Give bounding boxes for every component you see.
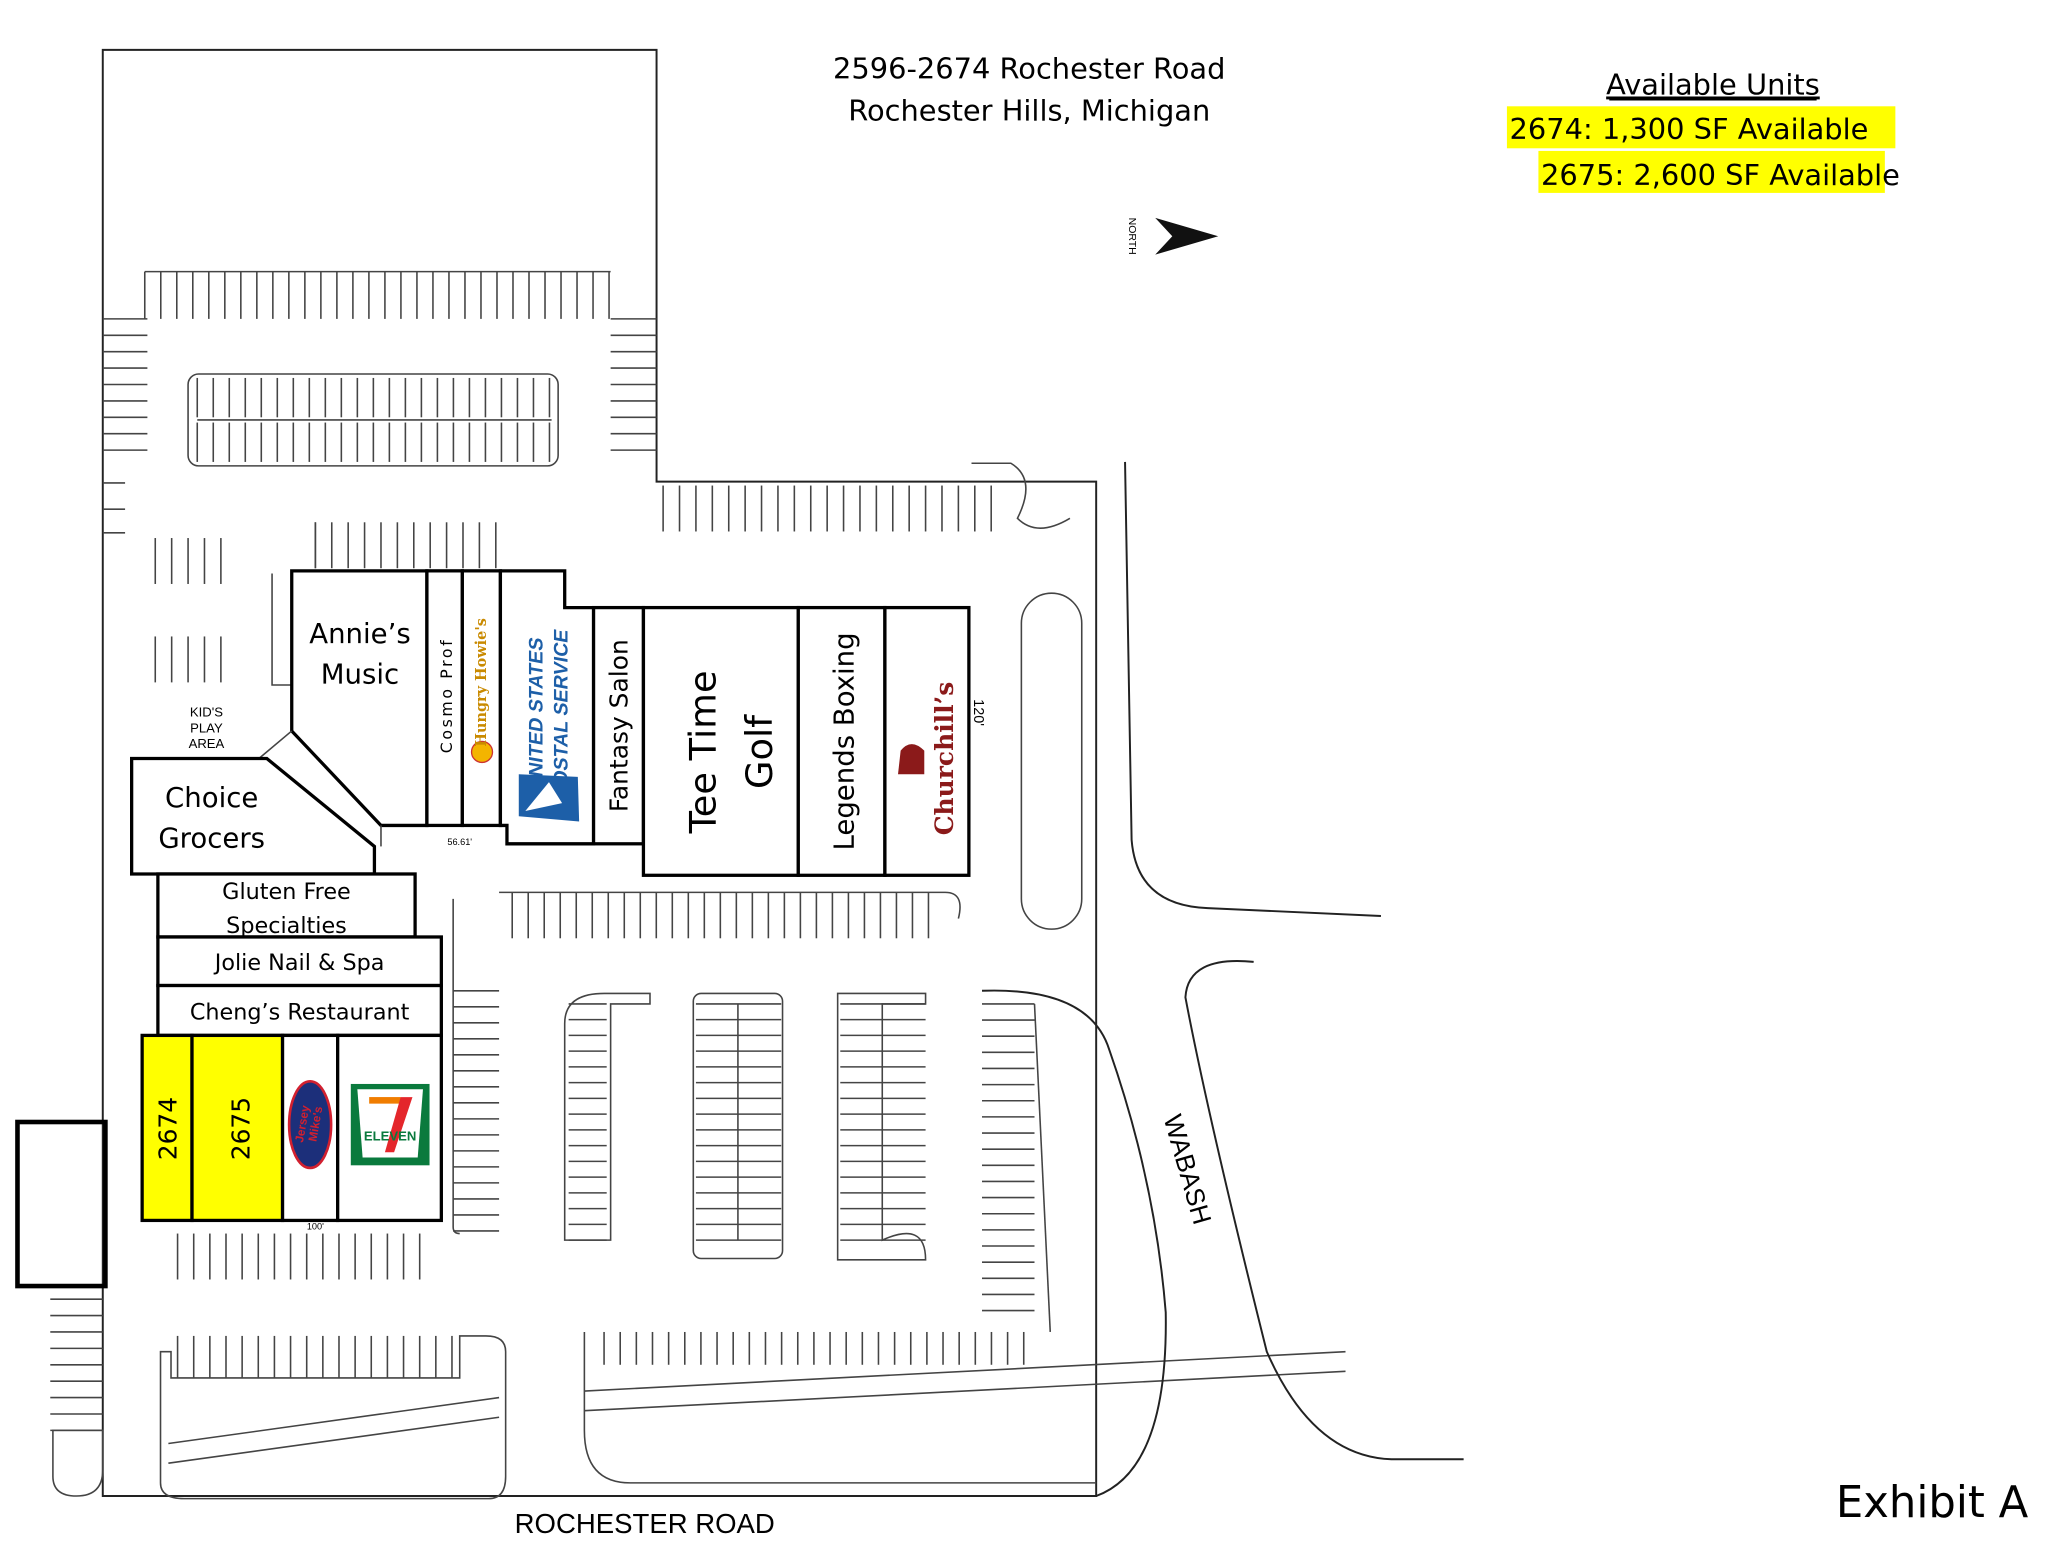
- wabash-road: [981, 461, 1464, 1497]
- tenant-cosmo-prof[interactable]: Cosmo Prof: [425, 569, 464, 828]
- address-line-1: 2596-2674 Rochester Road: [833, 52, 1225, 86]
- wabash-label: WABASH: [1158, 1111, 1218, 1228]
- svg-text:Annie’s: Annie’s: [309, 618, 410, 650]
- svg-text:Churchill’s: Churchill’s: [930, 682, 959, 836]
- svg-text:UNITED STATES: UNITED STATES: [526, 636, 548, 793]
- svg-text:Tee Time: Tee Time: [682, 670, 725, 834]
- svg-text:AREA: AREA: [189, 736, 225, 751]
- highlight-2674: [1506, 106, 1896, 149]
- tenant-chengs-restaurant[interactable]: Cheng’s Restaurant: [156, 983, 443, 1038]
- svg-text:Hungry Howie's: Hungry Howie's: [473, 618, 490, 747]
- svg-text:Legends Boxing: Legends Boxing: [828, 632, 860, 850]
- svg-text:Music: Music: [321, 659, 399, 691]
- svg-text:Specialties: Specialties: [226, 913, 347, 939]
- kids-play-area: KID'S PLAY AREA: [189, 573, 292, 751]
- tenant-choice-grocers[interactable]: Choice Grocers: [130, 756, 377, 876]
- available-units-title: Available Units: [1606, 67, 1820, 101]
- tenant-jolie-nail-spa[interactable]: Jolie Nail & Spa: [156, 935, 443, 988]
- address-line-2: Rochester Hills, Michigan: [848, 94, 1210, 128]
- dimension-120: 120': [970, 699, 986, 726]
- svg-text:Jersey: Jersey: [292, 1104, 312, 1144]
- top-hat-icon: [898, 744, 925, 775]
- tenant-fantasy-salon[interactable]: Fantasy Salon: [591, 605, 646, 846]
- svg-text:Mike's: Mike's: [305, 1105, 325, 1143]
- svg-text:KID'S: KID'S: [190, 705, 223, 720]
- svg-text:Cosmo Prof: Cosmo Prof: [437, 638, 456, 754]
- tenant-jersey-mikes[interactable]: Jersey Mike's: [280, 1033, 340, 1223]
- unit-2674-availability: 2674: 1,300 SF Available: [1510, 112, 1869, 146]
- svg-text:Fantasy Salon: Fantasy Salon: [605, 639, 634, 812]
- dimension-56: 56.61': [447, 837, 472, 847]
- svg-text:PLAY: PLAY: [190, 720, 223, 735]
- tenant-annies-music[interactable]: Annie’s Music: [290, 569, 429, 828]
- hungry-howies-logo-icon: [470, 740, 494, 764]
- dimension-100: 100': [307, 1222, 324, 1232]
- svg-text:Jolie Nail & Spa: Jolie Nail & Spa: [213, 950, 385, 976]
- svg-text:ELEVEN: ELEVEN: [364, 1128, 416, 1143]
- highlight-2675: [1538, 150, 1885, 193]
- exhibit-label: Exhibit A: [1836, 1478, 2029, 1528]
- svg-text:Choice: Choice: [165, 782, 258, 814]
- unit-2675[interactable]: 2675: [190, 1033, 285, 1223]
- available-units-legend: Available Units 2674: 1,300 SF Available…: [1506, 67, 1900, 193]
- svg-text:NORTH: NORTH: [1126, 218, 1137, 255]
- svg-text:Gluten Free: Gluten Free: [222, 879, 351, 905]
- tenant-tee-time-golf[interactable]: Tee Time Golf: [641, 605, 800, 877]
- rochester-road-label: ROCHESTER ROAD: [515, 1508, 775, 1539]
- svg-text:Golf: Golf: [738, 714, 781, 789]
- unit-2674[interactable]: 2674: [140, 1033, 194, 1223]
- svg-text:Grocers: Grocers: [158, 823, 265, 855]
- jersey-mikes-logo-icon: [287, 1080, 333, 1170]
- tenant-gluten-free-specialties[interactable]: Gluten Free Specialties: [156, 872, 417, 939]
- property-boundary: [101, 48, 1098, 1497]
- tenant-7-eleven[interactable]: ELEVEN: [336, 1033, 443, 1223]
- svg-text:2675: 2675: [227, 1097, 256, 1160]
- tenant-churchills[interactable]: Churchill’s: [883, 605, 971, 877]
- north-arrow-icon: [1155, 217, 1219, 255]
- svg-text:2674: 2674: [153, 1097, 182, 1160]
- svg-text:Cheng’s Restaurant: Cheng’s Restaurant: [190, 1000, 410, 1026]
- tenant-hungry-howies[interactable]: Hungry Howie's: [460, 569, 503, 828]
- parking-islands: [52, 373, 1346, 1500]
- tenant-legends-boxing[interactable]: Legends Boxing: [796, 605, 887, 877]
- unit-2675-availability: 2675: 2,600 SF Available: [1541, 158, 1900, 192]
- tenant-usps[interactable]: UNITED STATES POSTAL SERVICE: [498, 569, 596, 846]
- svg-text:POSTAL SERVICE: POSTAL SERVICE: [550, 627, 572, 800]
- outbuilding: [15, 1119, 108, 1289]
- parking-stall-line: [1033, 1003, 1052, 1333]
- usps-eagle-icon: [518, 774, 580, 822]
- north-arrow: NORTH: [1126, 217, 1219, 255]
